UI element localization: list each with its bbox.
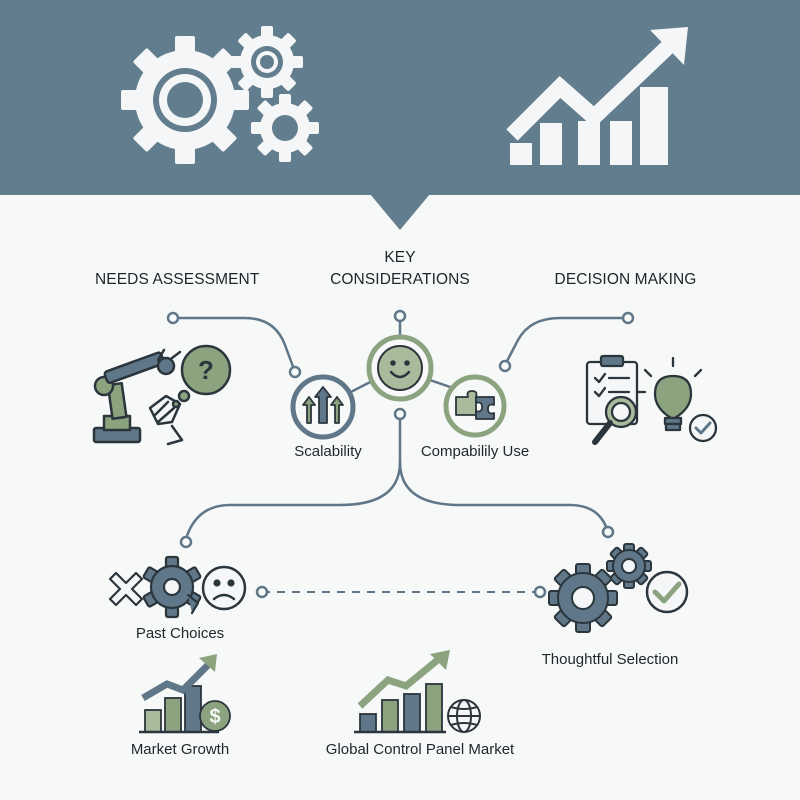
bar-chart-dollar-icon: $	[139, 654, 231, 734]
connector-dot	[393, 407, 407, 421]
decision-making-heading: DECISION MAKING	[554, 271, 697, 288]
key-considerations-heading-line1: KEY	[384, 249, 416, 266]
banner-pointer	[370, 194, 430, 230]
checklist-magnifier-lightbulb-icon	[585, 354, 718, 445]
arrows-up-icon	[290, 374, 356, 440]
connector-dot	[393, 309, 407, 323]
svg-text:$: $	[209, 706, 220, 728]
connector-dot	[533, 585, 547, 599]
puzzle-piece-icon	[443, 374, 507, 438]
robot-arm-question-icon: ?	[92, 344, 232, 446]
market-growth-label: Market Growth	[130, 741, 230, 758]
connector-dot	[166, 311, 180, 325]
cross-gear-sad-face-icon	[108, 555, 247, 619]
connector-dot	[621, 311, 635, 325]
past-choices-label: Past Choices	[135, 625, 225, 642]
bar-chart-globe-icon	[354, 650, 481, 734]
thoughtful-selection-label: Thoughtful Selection	[541, 651, 679, 668]
connector-dot	[179, 535, 193, 549]
connector-dot	[288, 365, 302, 379]
key-considerations-heading-line2: CONSIDERATIONS	[330, 271, 470, 288]
gears-icon	[121, 26, 319, 164]
smiley-face-icon	[366, 334, 434, 402]
gears-checkmark-icon	[548, 543, 689, 633]
connector-dot	[255, 585, 269, 599]
growth-bar-chart-icon	[506, 27, 688, 165]
svg-text:?: ?	[198, 355, 214, 385]
scalability-label: Scalability	[294, 443, 362, 460]
compatibility-label: Compabilily Use	[420, 443, 530, 460]
global-market-label: Global Control Panel Market	[325, 741, 515, 758]
connector-dot	[601, 525, 615, 539]
needs-assessment-heading: NEEDS ASSESSMENT	[95, 271, 260, 288]
connector-dot	[498, 359, 512, 373]
